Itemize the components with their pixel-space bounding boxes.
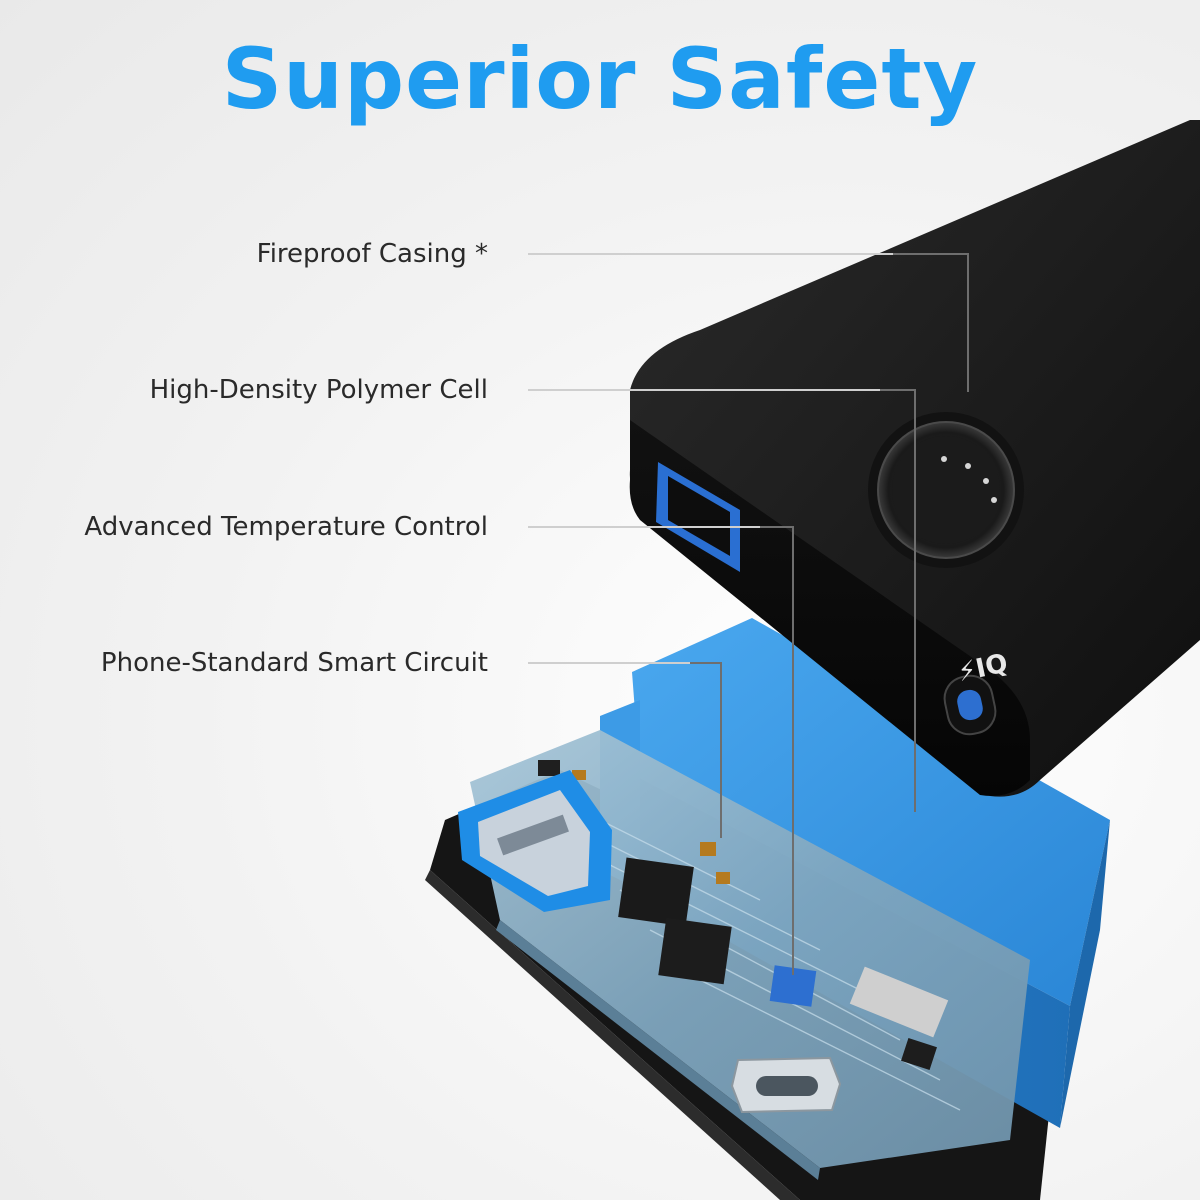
power-management-chip xyxy=(658,917,732,985)
battery-led-2 xyxy=(965,463,971,469)
callout-polymer-cell: High-Density Polymer Cell xyxy=(149,375,488,405)
battery-led-1 xyxy=(941,456,947,462)
battery-led-3 xyxy=(983,478,989,484)
callout-temperature-control: Advanced Temperature Control xyxy=(84,512,488,542)
usb-c-port-board xyxy=(730,1056,842,1114)
page-title: Superior Safety xyxy=(221,30,979,128)
smart-circuit-board xyxy=(458,730,1030,1180)
usb-c-port-casing xyxy=(943,674,997,736)
temperature-sensor-chip xyxy=(769,965,817,1007)
battery-led-4 xyxy=(991,497,997,503)
controller-chip xyxy=(618,857,694,927)
callout-smart-circuit: Phone-Standard Smart Circuit xyxy=(100,648,488,678)
callout-fireproof-casing: Fireproof Casing * xyxy=(256,239,488,269)
power-button xyxy=(868,412,1024,568)
usb-a-port-casing xyxy=(656,462,740,572)
usb-a-port-board xyxy=(458,770,612,912)
